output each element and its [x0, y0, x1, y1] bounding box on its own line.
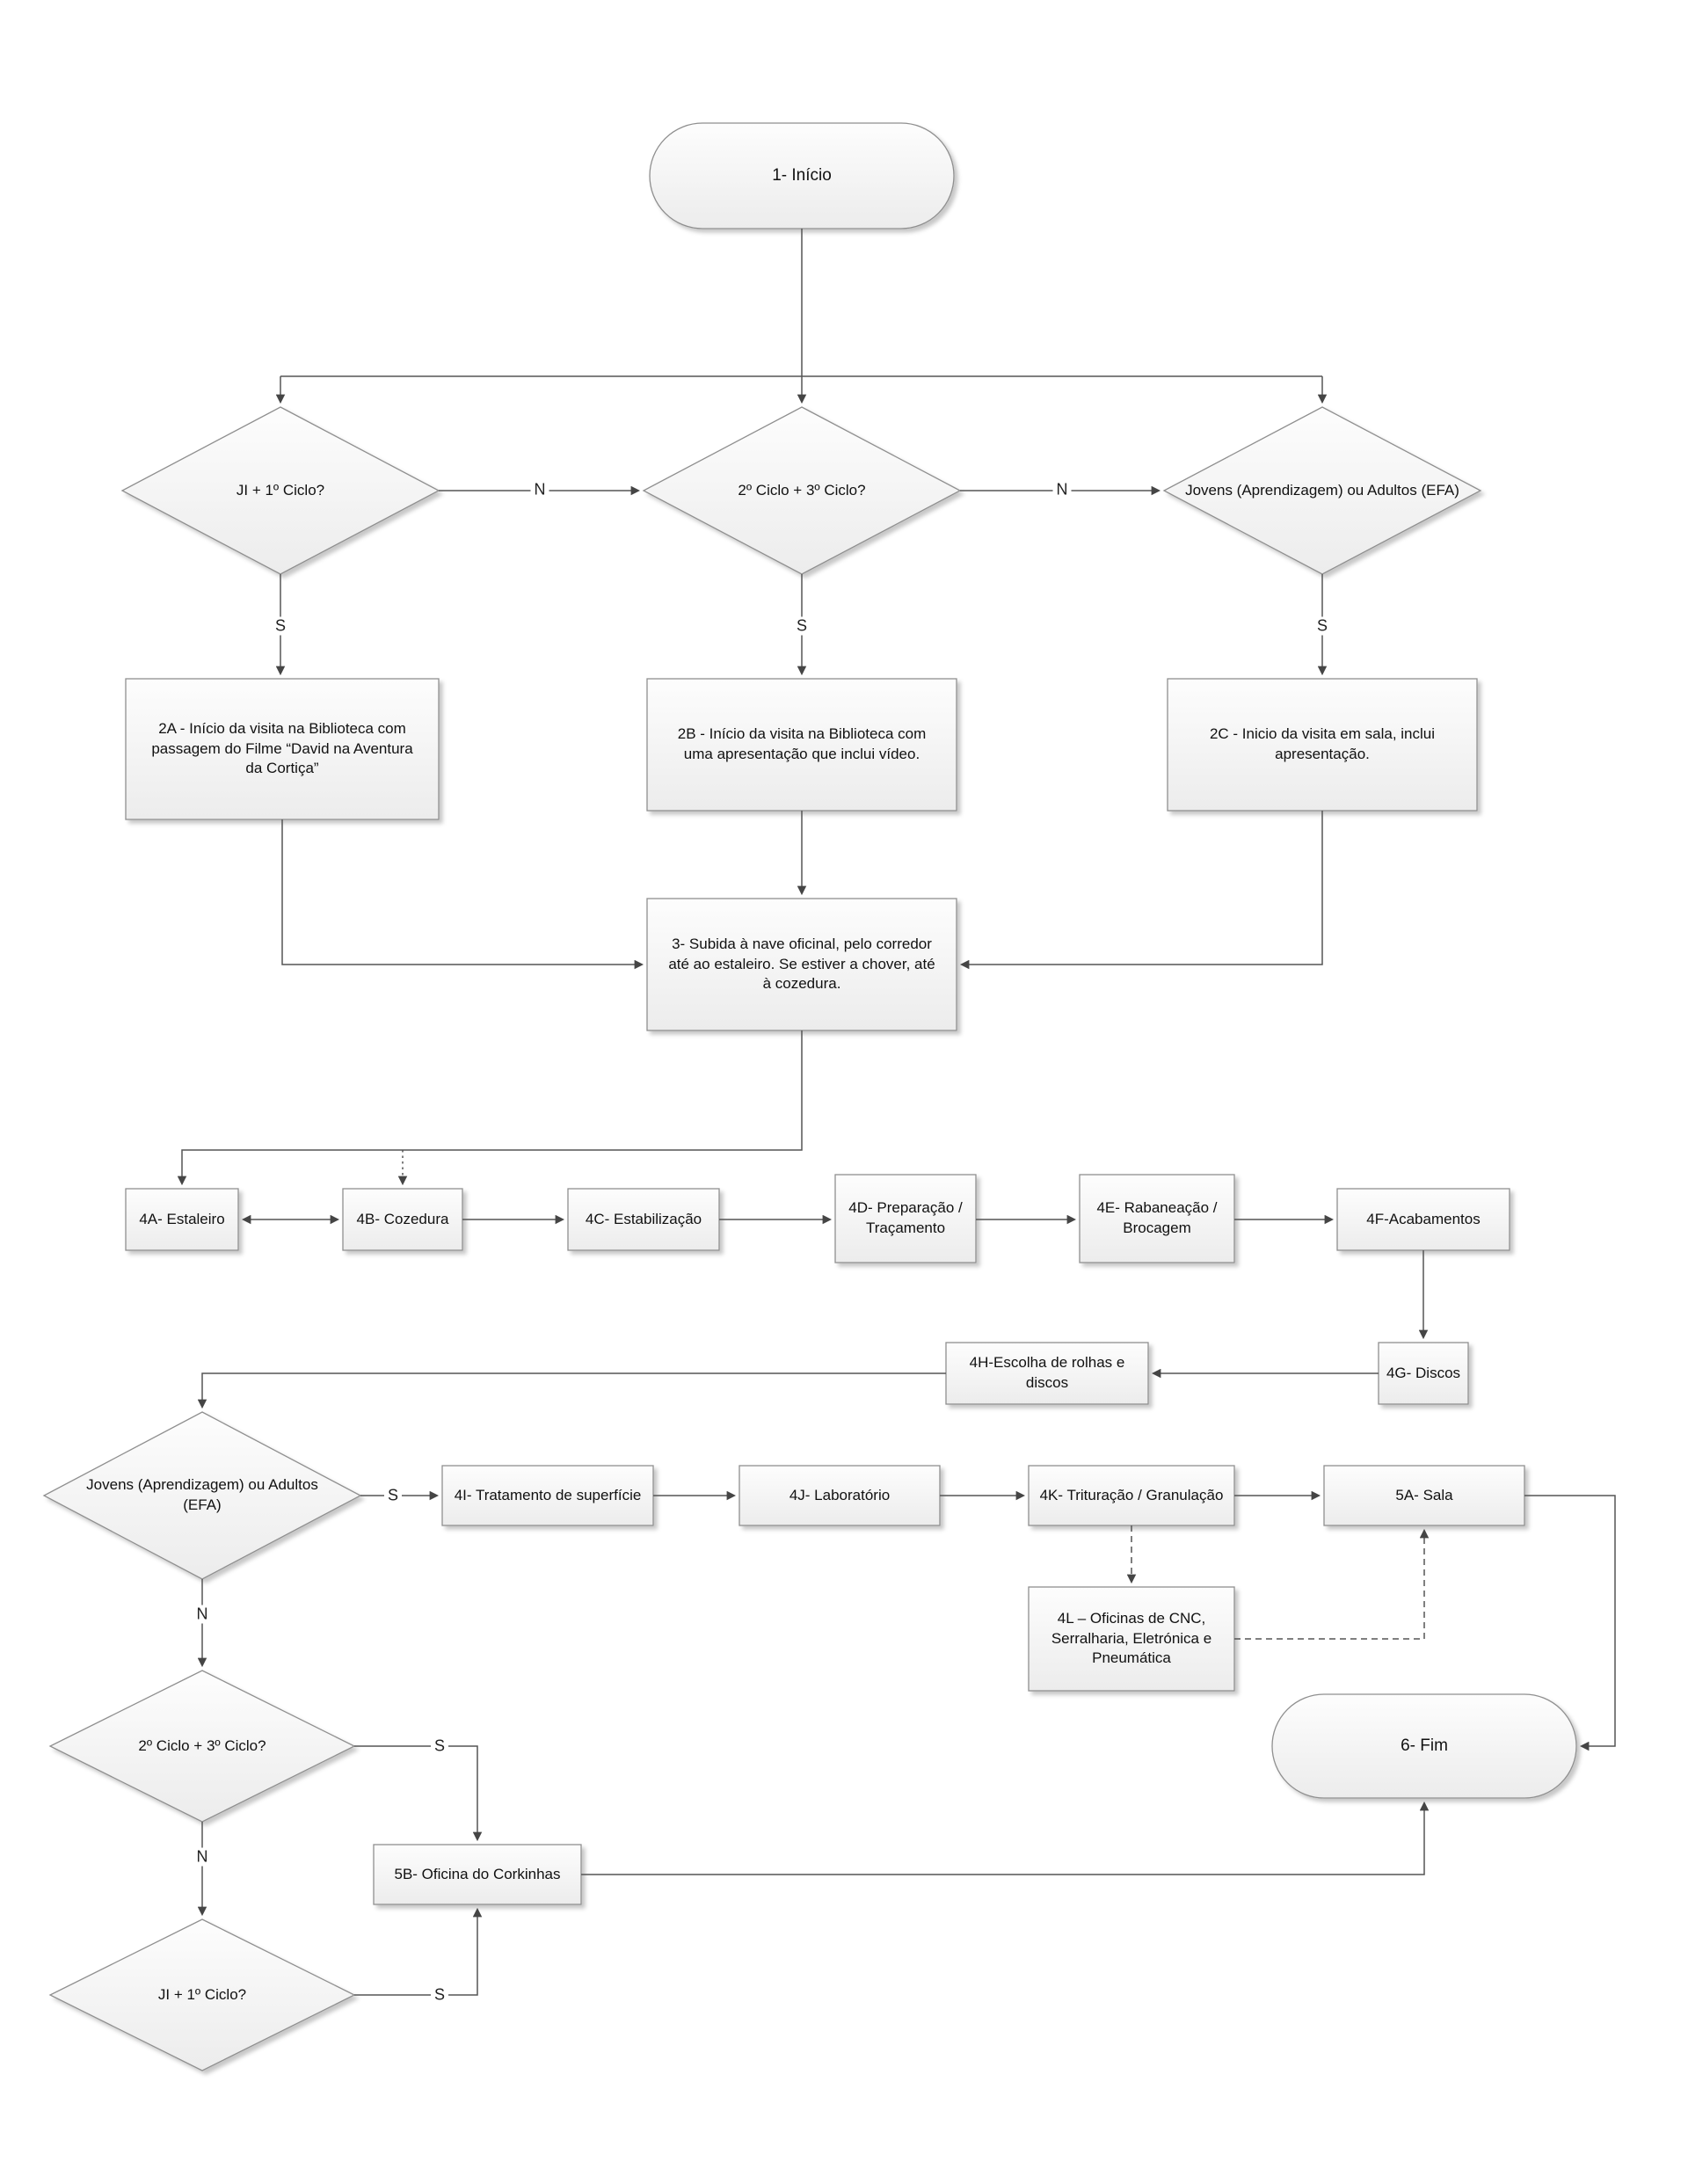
process-2c-shape: [1167, 678, 1478, 812]
decision-jovens-adultos-shape: [1162, 406, 1482, 575]
process-2b-shape: [646, 678, 957, 812]
process-4d-shape: [834, 1174, 977, 1263]
process-4g-shape: [1378, 1342, 1469, 1405]
edge-2a-3: [281, 819, 644, 970]
edge-4h-d4: [197, 1372, 946, 1409]
process-5b-shape: [373, 1844, 582, 1905]
edge-5b-end: [581, 1801, 1430, 1875]
process-4f-shape: [1336, 1188, 1510, 1251]
decision-2c-3c-2-shape: [48, 1670, 356, 1823]
process-4j-shape: [738, 1465, 941, 1526]
decision-ji-1ciclo-2-shape: [48, 1918, 356, 2071]
start-node-shape: [649, 122, 955, 229]
edge-4l-5a-dashed: [1234, 1528, 1430, 1640]
process-4a-shape: [125, 1188, 239, 1251]
decision-2c-3c-shape: [642, 406, 962, 575]
process-4i-shape: [441, 1465, 654, 1526]
process-4h-shape: [945, 1342, 1149, 1405]
process-4l-shape: [1028, 1586, 1235, 1692]
process-5a-shape: [1323, 1465, 1525, 1526]
edge-2c-3: [959, 811, 1323, 970]
edge-d5-5b-yes: [354, 1745, 483, 1842]
edge-d6-5b-yes: [354, 1907, 483, 1996]
edge-5a-end: [1524, 1495, 1616, 1751]
decision-ji-1ciclo-shape: [120, 406, 440, 575]
process-4b-shape: [342, 1188, 463, 1251]
process-3-shape: [646, 898, 957, 1031]
decision-jovens-adultos-2-shape: [42, 1411, 362, 1580]
edge-3-4a: [177, 1030, 803, 1186]
process-4k-shape: [1028, 1465, 1235, 1526]
process-4c-shape: [567, 1188, 720, 1251]
process-4e-shape: [1079, 1174, 1235, 1263]
end-node-shape: [1271, 1693, 1577, 1799]
process-2a-shape: [125, 678, 440, 820]
